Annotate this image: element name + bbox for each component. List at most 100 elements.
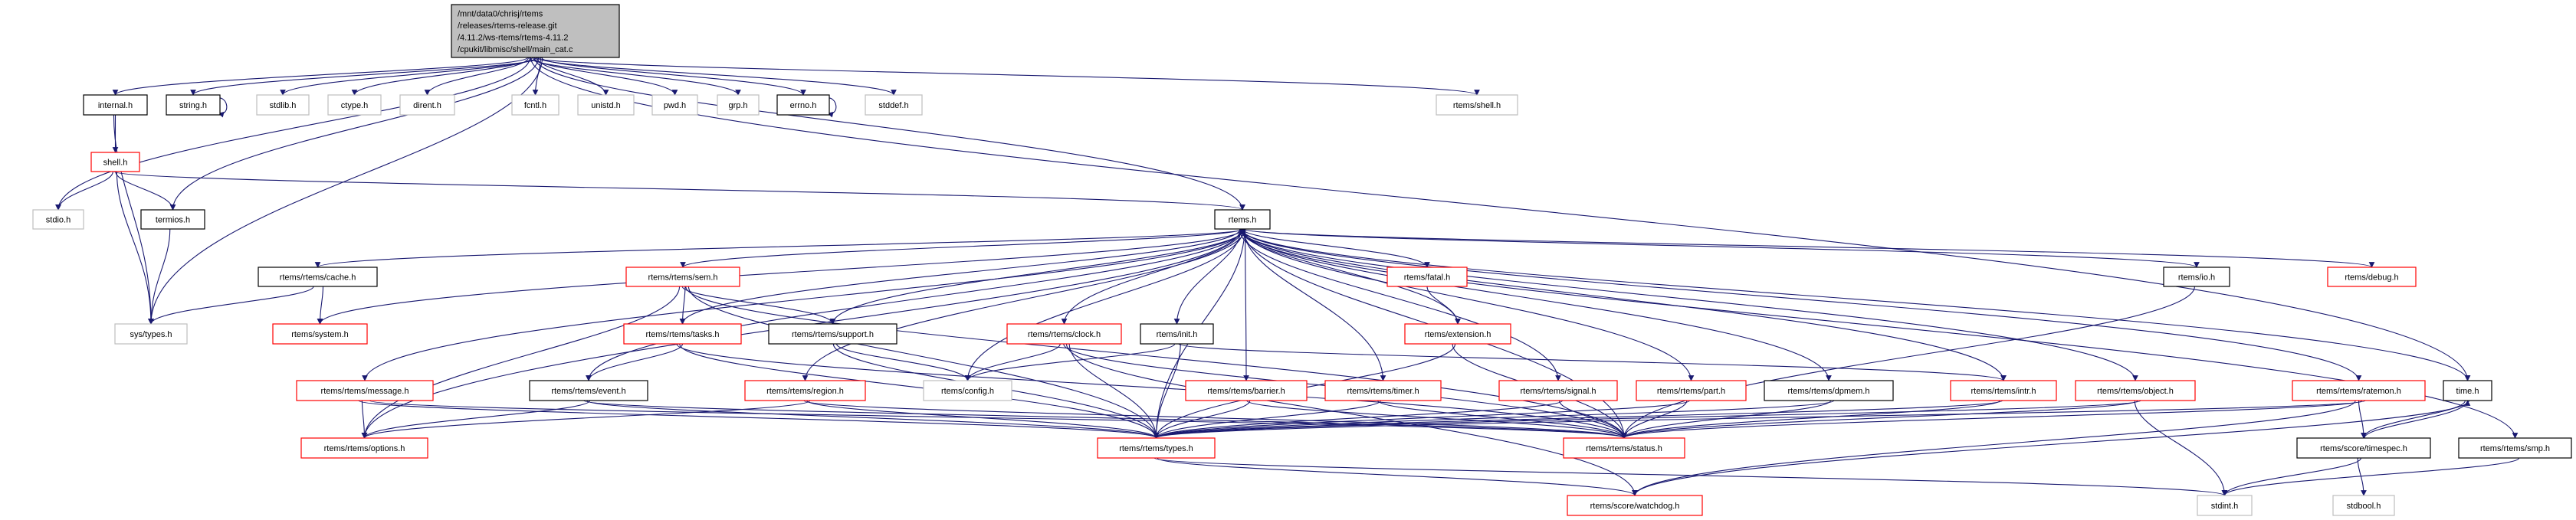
node-timespec[interactable]: rtems/score/timespec.h <box>2296 437 2431 459</box>
edge-termios-to-systypes <box>148 228 171 325</box>
edge-rtems-to-object <box>1239 228 2138 381</box>
node-box <box>256 94 310 116</box>
node-label: errno.h <box>790 101 817 110</box>
node-cache[interactable]: rtems/rtems/cache.h <box>258 267 378 287</box>
node-io[interactable]: rtems/io.h <box>2163 267 2230 287</box>
node-fatal[interactable]: rtems/fatal.h <box>1386 267 1468 287</box>
node-label: sys/types.h <box>130 330 172 339</box>
node-box <box>1185 380 1308 401</box>
node-box <box>511 94 560 116</box>
node-watchdog[interactable]: rtems/score/watchdog.h <box>1567 495 1703 516</box>
node-system[interactable]: rtems/system.h <box>272 323 368 345</box>
node-types[interactable]: rtems/rtems/types.h <box>1097 437 1216 459</box>
node-label: /4.11.2/ws-rtems/rtems-4.11.2 <box>458 33 568 42</box>
node-pwd: pwd.h <box>651 94 698 116</box>
edge-object-to-stdint <box>2134 400 2228 496</box>
node-time[interactable]: time.h <box>2443 380 2492 401</box>
node-label: rtems/fatal.h <box>1404 273 1451 283</box>
edge-object-to-status <box>1621 400 2138 439</box>
node-object[interactable]: rtems/rtems/object.h <box>2075 380 2196 401</box>
edge-root-to-stdlib <box>280 57 537 96</box>
node-init[interactable]: rtems/init.h <box>1140 323 1214 345</box>
node-label: rtems/rtems/object.h <box>2097 387 2174 396</box>
node-timer[interactable]: rtems/rtems/timer.h <box>1324 380 1442 401</box>
node-label: rtems/debug.h <box>2345 273 2398 283</box>
node-box <box>2458 437 2572 459</box>
edge-timer-to-types <box>1153 400 1382 439</box>
node-box <box>1563 437 1685 459</box>
node-box <box>2197 495 2253 516</box>
edge-smp-to-stdint <box>2221 457 2520 496</box>
node-smp[interactable]: rtems/rtems/smp.h <box>2458 437 2572 459</box>
edge-sem-to-support <box>681 286 836 325</box>
edge-region-to-types <box>806 400 1160 439</box>
node-box <box>90 152 140 172</box>
edge-message-to-types <box>358 400 1160 439</box>
node-region[interactable]: rtems/rtems/region.h <box>744 380 866 401</box>
edge-shell-to-stdio <box>55 171 113 211</box>
node-box <box>272 323 368 345</box>
node-label: stddef.h <box>878 101 908 110</box>
edge-root-to-termios <box>169 57 540 211</box>
node-signal[interactable]: rtems/rtems/signal.h <box>1498 380 1618 401</box>
node-box <box>1764 380 1894 401</box>
node-dpmem[interactable]: rtems/rtems/dpmem.h <box>1764 380 1894 401</box>
node-box <box>258 267 378 287</box>
edge-clock-to-types <box>1068 343 1160 439</box>
node-label: grp.h <box>728 101 747 110</box>
node-box <box>623 323 742 345</box>
node-message[interactable]: rtems/rtems/message.h <box>296 380 434 401</box>
node-label: unistd.h <box>591 101 621 110</box>
edge-rtems-to-barrier <box>1243 228 1249 381</box>
edge-time-to-timespec <box>2361 400 2466 439</box>
node-part[interactable]: rtems/rtems/part.h <box>1636 380 1747 401</box>
node-event[interactable]: rtems/rtems/event.h <box>529 380 648 401</box>
node-grp: grp.h <box>717 94 760 116</box>
nodes-layer: /mnt/data0/chrisj/rtems/releases/rtems-r… <box>32 4 2572 516</box>
node-box <box>2327 267 2417 287</box>
edge-rtems-to-init <box>1173 228 1242 325</box>
node-options[interactable]: rtems/rtems/options.h <box>300 437 428 459</box>
node-box <box>1567 495 1703 516</box>
node-label: rtems/io.h <box>2178 273 2215 283</box>
edge-timespec-to-time <box>2364 400 2471 439</box>
edge-ratemon-to-watchdog <box>1632 400 2356 496</box>
node-label: rtems/system.h <box>291 330 349 339</box>
node-status[interactable]: rtems/rtems/status.h <box>1563 437 1685 459</box>
edge-cache-to-systypes <box>148 286 314 325</box>
edge-support-to-config <box>835 343 971 381</box>
node-shell[interactable]: shell.h <box>90 152 140 172</box>
node-debug[interactable]: rtems/debug.h <box>2327 267 2417 287</box>
edge-fatal-to-extension <box>1426 286 1461 325</box>
node-config: rtems/config.h <box>923 380 1012 401</box>
node-internal[interactable]: internal.h <box>83 94 148 116</box>
node-root[interactable]: /mnt/data0/chrisj/rtems/releases/rtems-r… <box>451 4 620 58</box>
node-errno[interactable]: errno.h <box>776 94 830 116</box>
node-label: rtems/score/watchdog.h <box>1590 502 1680 511</box>
edge-clock-to-config <box>964 343 1061 381</box>
node-termios[interactable]: termios.h <box>140 209 205 230</box>
node-unistd: unistd.h <box>577 94 635 116</box>
node-extension[interactable]: rtems/extension.h <box>1404 323 1511 345</box>
node-sem[interactable]: rtems/rtems/sem.h <box>625 267 740 287</box>
node-systypes: sys/types.h <box>114 323 188 345</box>
node-clock[interactable]: rtems/rtems/clock.h <box>1006 323 1122 345</box>
edge-root-to-string <box>190 57 541 96</box>
edge-rtems-to-system <box>317 228 1244 325</box>
node-string[interactable]: string.h <box>166 94 221 116</box>
node-rtems[interactable]: rtems.h <box>1214 209 1271 230</box>
edge-rtems-to-event <box>586 228 1242 381</box>
node-box <box>1498 380 1618 401</box>
node-tasks[interactable]: rtems/rtems/tasks.h <box>623 323 742 345</box>
node-label: rtems/rtems/region.h <box>766 387 844 396</box>
node-ratemon[interactable]: rtems/rtems/ratemon.h <box>2292 380 2426 401</box>
edge-shell-to-rtems <box>113 171 1245 211</box>
edge-rtems-to-time <box>1241 228 2471 381</box>
edge-cache-to-system <box>317 286 324 325</box>
node-ctype: ctype.h <box>327 94 382 116</box>
node-support[interactable]: rtems/rtems/support.h <box>768 323 897 345</box>
node-barrier[interactable]: rtems/rtems/barrier.h <box>1185 380 1308 401</box>
node-label: rtems/rtems/options.h <box>324 444 405 453</box>
node-intr[interactable]: rtems/rtems/intr.h <box>1950 380 2057 401</box>
edge-io-to-status <box>1621 286 2195 439</box>
